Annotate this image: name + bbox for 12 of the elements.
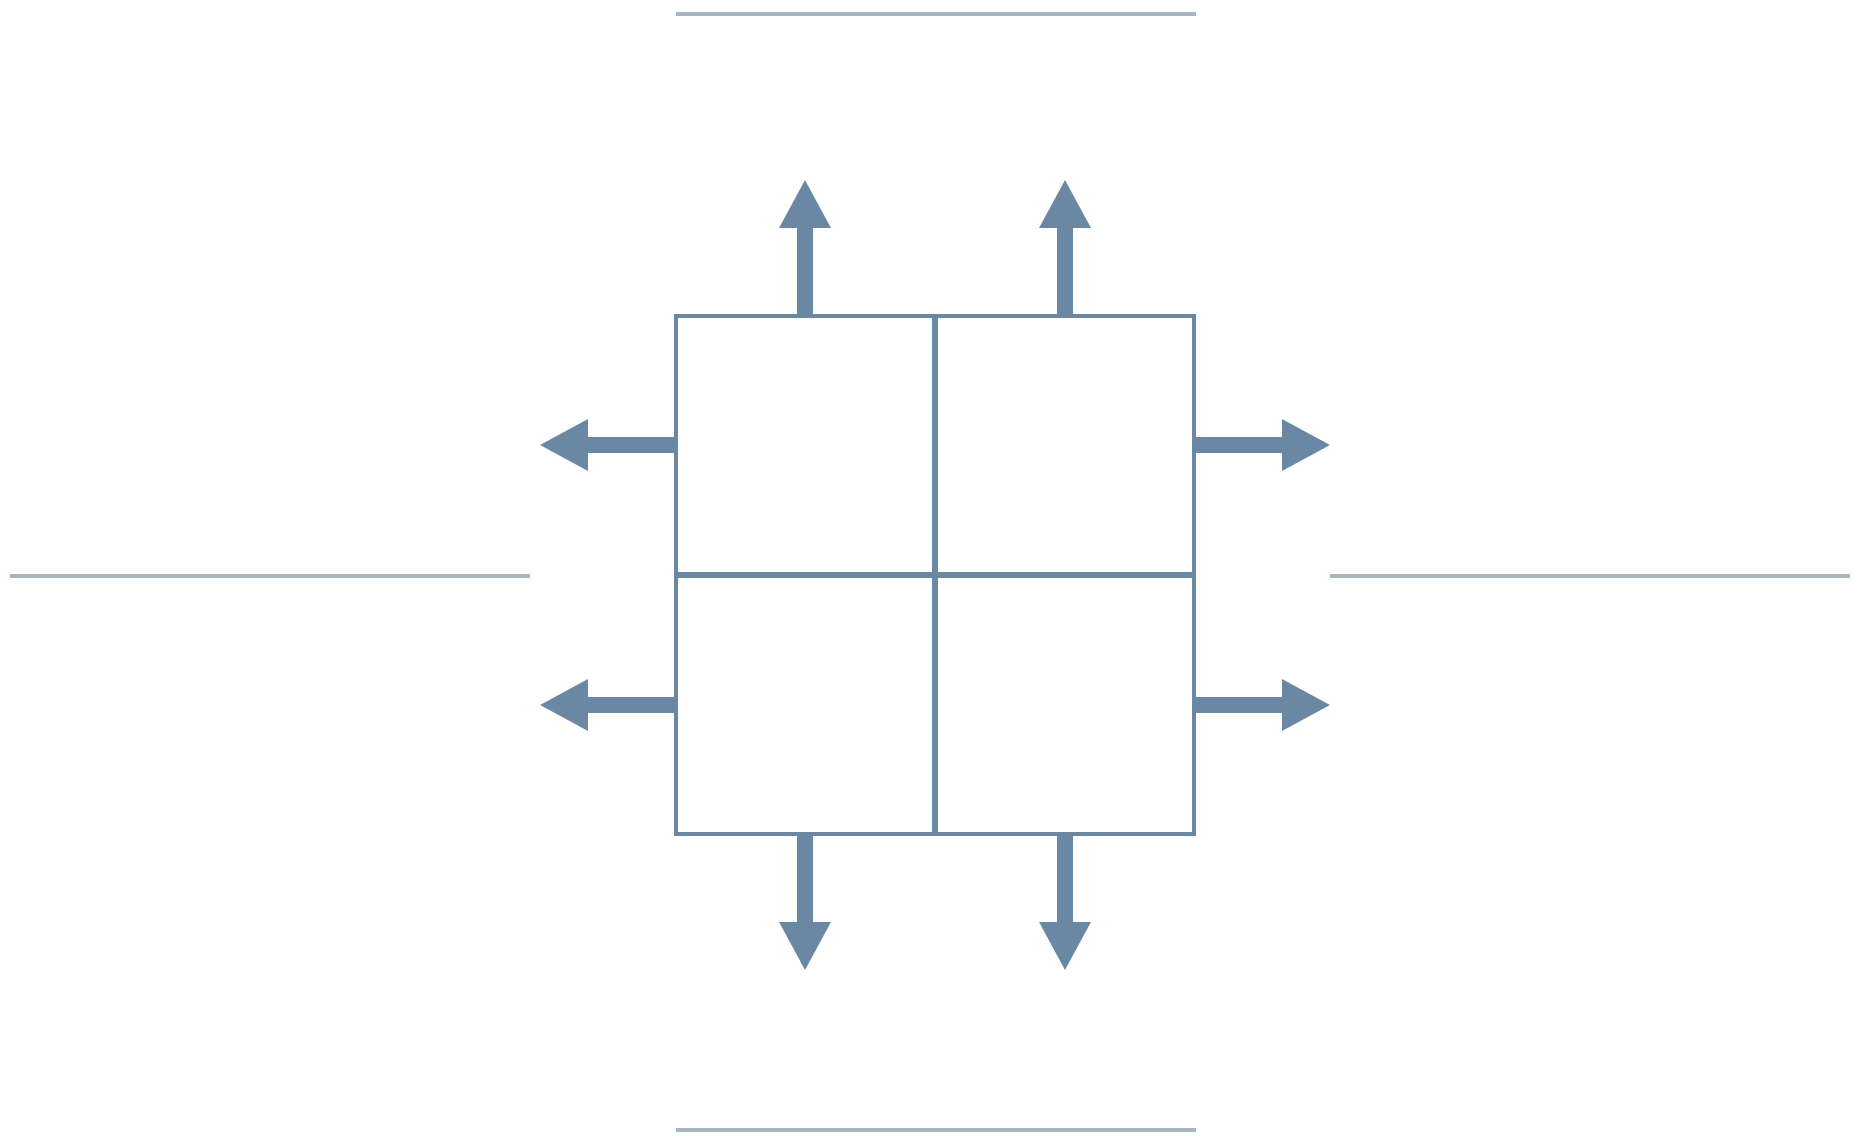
arrow (1039, 180, 1091, 314)
arrow (1196, 419, 1330, 471)
grid-cell (934, 314, 1196, 576)
grid-cell (934, 574, 1196, 836)
grid-cell (674, 574, 936, 836)
arrow (779, 836, 831, 970)
arrow (540, 679, 674, 731)
arrow (1196, 679, 1330, 731)
arrow (1039, 836, 1091, 970)
grid-cell (674, 314, 936, 576)
arrow (779, 180, 831, 314)
arrow (540, 419, 674, 471)
